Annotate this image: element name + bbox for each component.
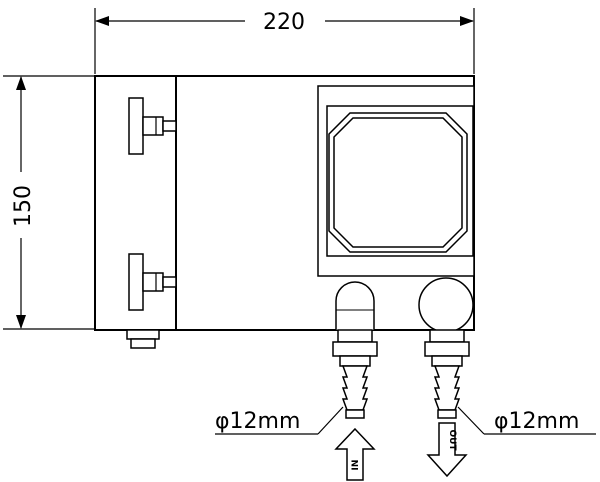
- lower-knob-stem: [142, 272, 164, 292]
- outlet-leader-diagonal: [457, 406, 485, 435]
- height-dimension: 150: [3, 75, 94, 330]
- inlet-barb: [341, 365, 369, 411]
- inlet-fitting: [332, 281, 378, 419]
- outlet-barb: [433, 365, 461, 411]
- height-label: 150: [11, 185, 36, 227]
- display-window: [317, 85, 475, 277]
- foot-lower: [130, 338, 156, 349]
- outlet-arrow-label: OUT: [447, 429, 457, 451]
- outlet-flow-arrow: OUT: [426, 422, 468, 478]
- outlet-nut-top: [429, 329, 465, 343]
- upper-knob-handle: [128, 97, 144, 155]
- outlet-callout: φ12mm: [457, 406, 596, 435]
- outlet-nut: [424, 341, 470, 357]
- width-dimension: 220: [94, 8, 475, 74]
- inlet-size-label: φ12mm: [215, 409, 300, 434]
- display-octagon-inner: [333, 117, 463, 248]
- outlet-fitting: [418, 277, 474, 419]
- inlet-leader-diagonal: [317, 406, 344, 435]
- width-label: 220: [263, 10, 305, 35]
- inlet-arrow-shape: [334, 427, 376, 481]
- outlet-arrow-shape: [426, 422, 468, 478]
- upper-knob-boss: [162, 120, 177, 132]
- outlet-collar: [431, 355, 463, 367]
- lower-knob-boss: [162, 276, 177, 288]
- inlet-flow-arrow: IN: [334, 427, 376, 481]
- foot-upper: [126, 329, 160, 340]
- inlet-elbow: [335, 281, 375, 330]
- lower-knob: [128, 253, 177, 311]
- lower-knob-handle: [128, 253, 144, 311]
- upper-knob-stem: [142, 116, 164, 136]
- bottom-foot: [126, 329, 160, 349]
- outlet-pump-head: [418, 277, 474, 333]
- inlet-nut: [332, 341, 378, 357]
- upper-knob: [128, 97, 177, 155]
- outlet-tip: [437, 409, 457, 419]
- inlet-arrow-label: IN: [351, 460, 361, 471]
- outlet-size-label: φ12mm: [494, 409, 579, 434]
- inlet-nut-top: [337, 329, 373, 343]
- inlet-tip: [345, 409, 365, 419]
- inlet-collar: [339, 355, 371, 367]
- inlet-callout: φ12mm: [215, 406, 344, 435]
